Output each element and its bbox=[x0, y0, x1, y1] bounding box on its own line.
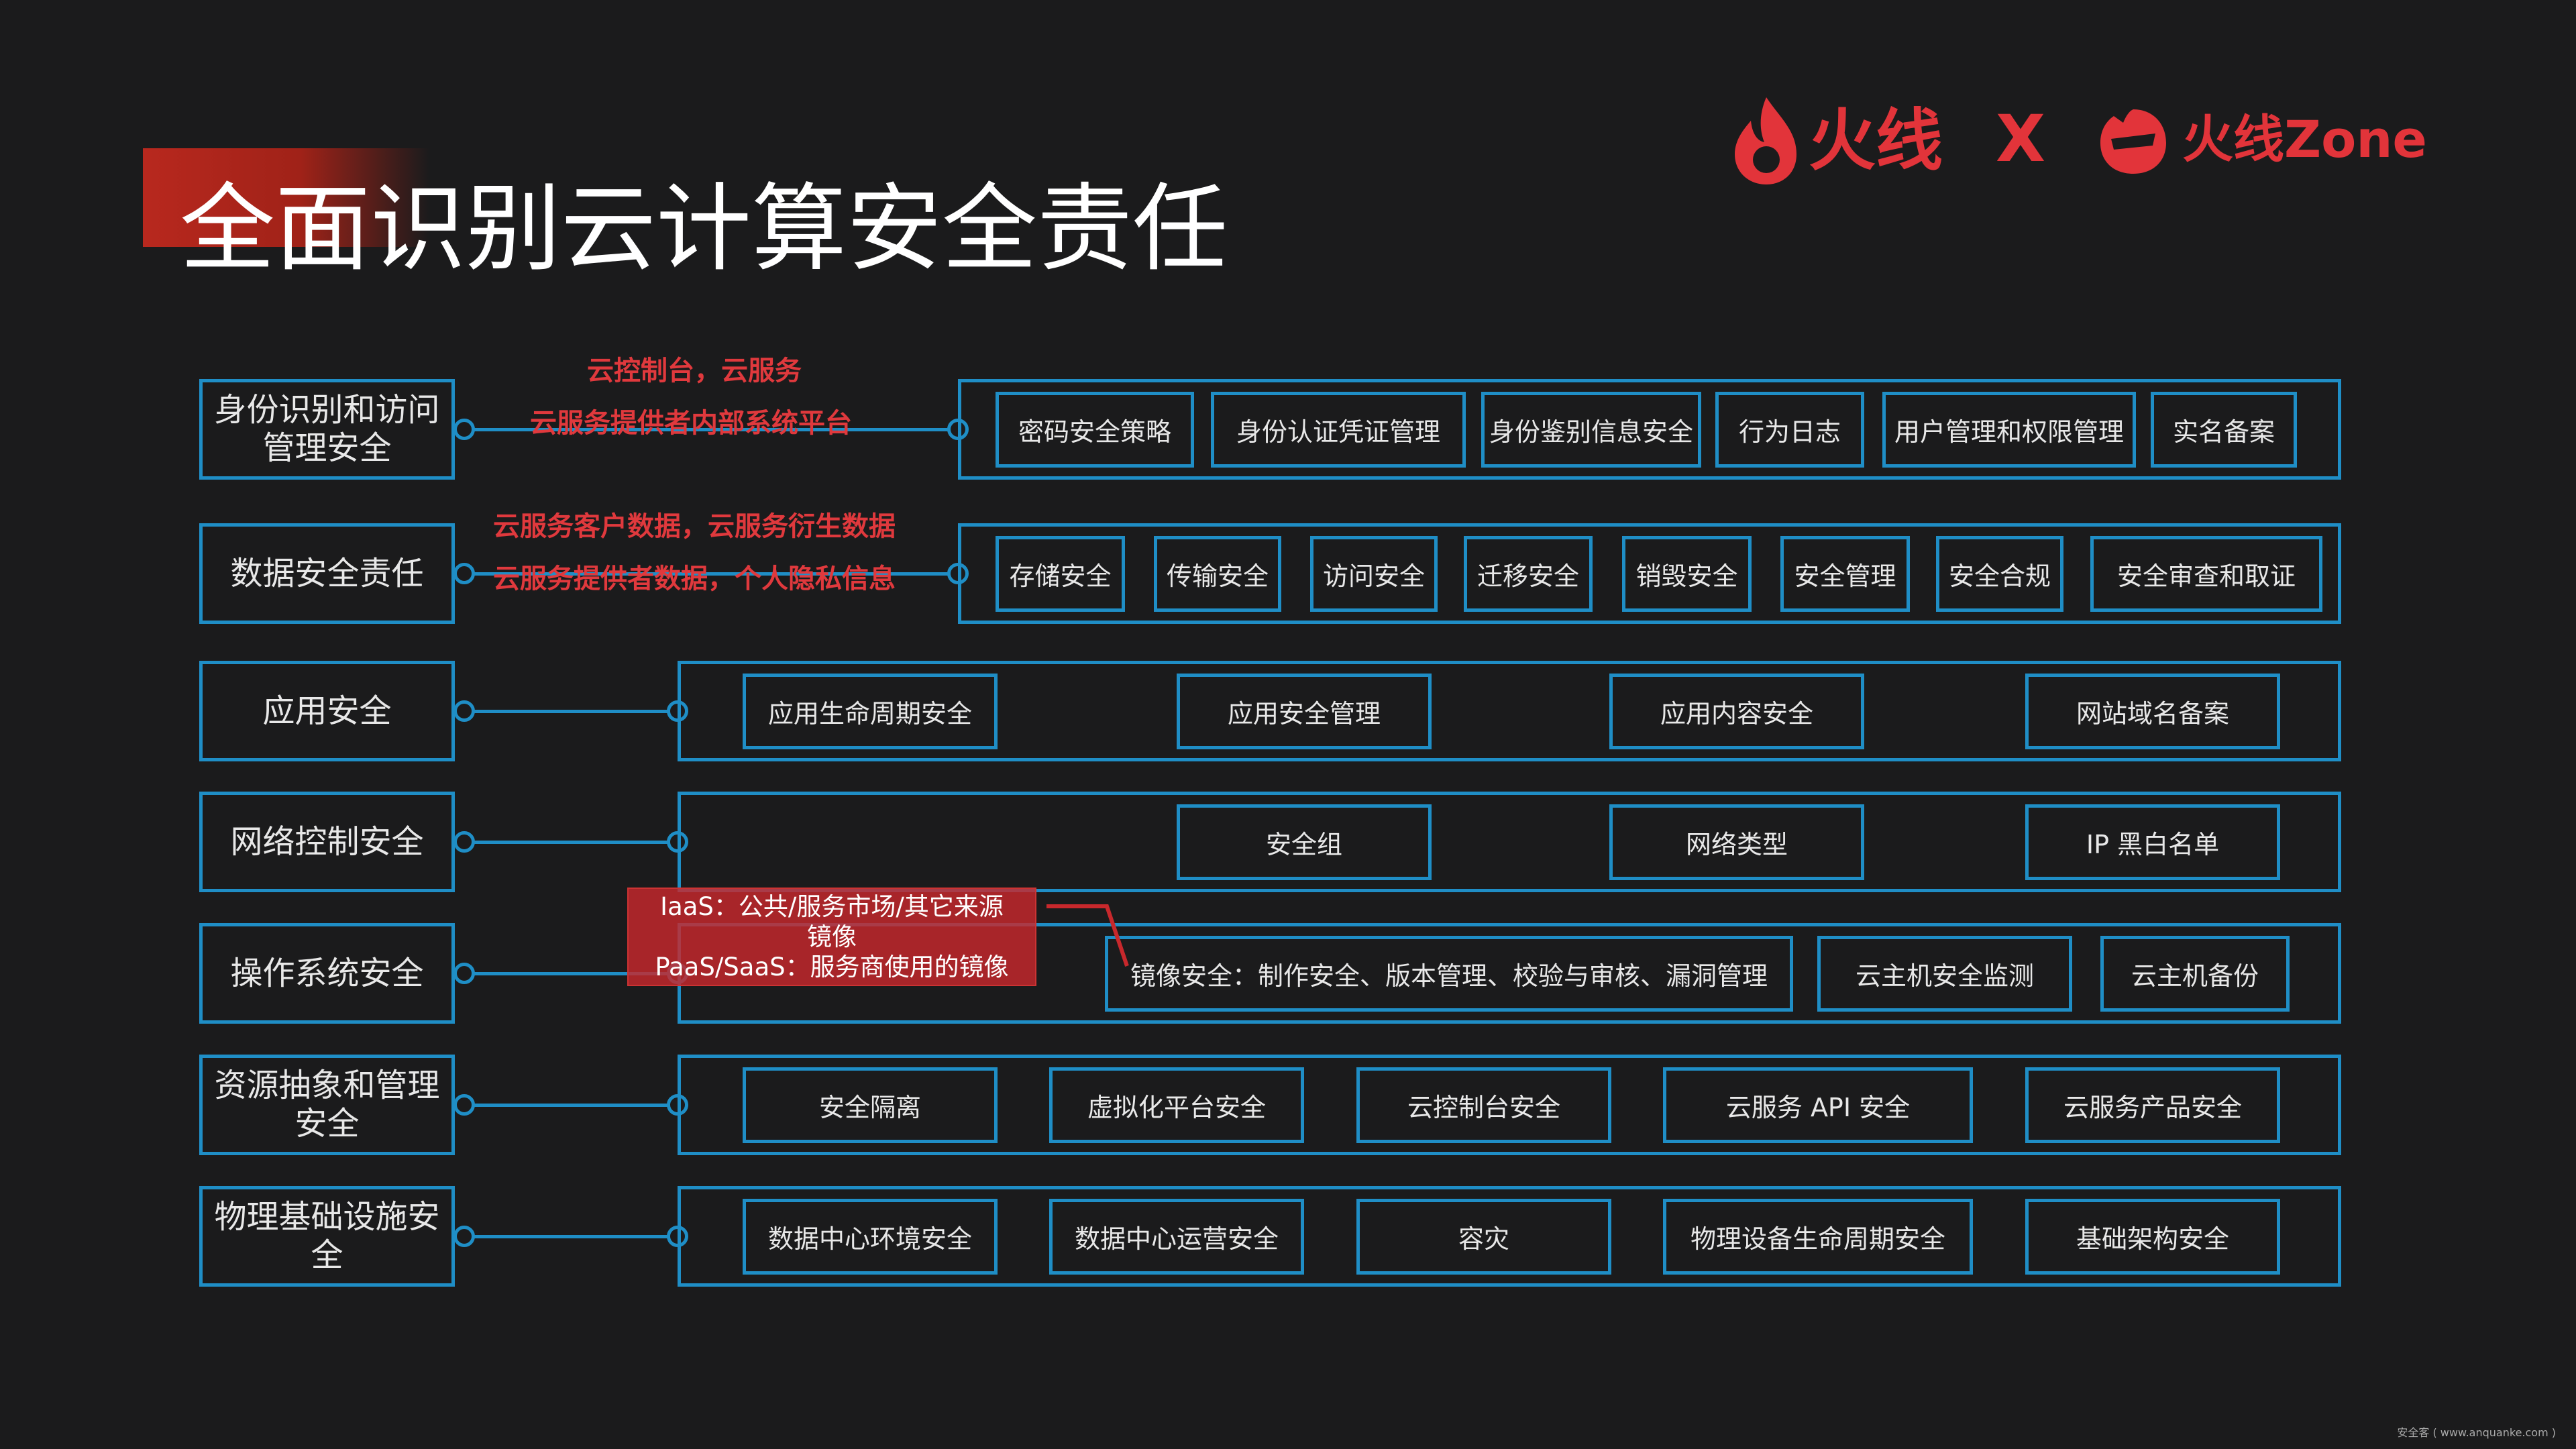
responsibility-item: 数据中心环境安全 bbox=[743, 1199, 998, 1275]
logo2-text: 火线Zone bbox=[2182, 109, 2427, 169]
responsibility-item: 迁移安全 bbox=[1464, 536, 1593, 612]
connector-network bbox=[467, 841, 678, 844]
responsibility-item: 应用生命周期安全 bbox=[743, 674, 998, 749]
callout-line-1: IaaS：公共/服务市场/其它来源 bbox=[660, 892, 1004, 921]
connector-dot-left-application bbox=[453, 700, 475, 722]
responsibility-item: 网络类型 bbox=[1609, 804, 1864, 880]
category-os: 操作系统安全 bbox=[199, 923, 455, 1024]
category-application: 应用安全 bbox=[199, 661, 455, 761]
responsibility-item: 云主机备份 bbox=[2100, 936, 2290, 1012]
responsibility-item: 基础架构安全 bbox=[2025, 1199, 2280, 1275]
data-label-bottom: 云服务提供者数据，个人隐私信息 bbox=[493, 564, 896, 594]
responsibility-item: 安全组 bbox=[1177, 804, 1432, 880]
responsibility-item: 实名备案 bbox=[2151, 392, 2297, 468]
connector-data bbox=[467, 572, 958, 576]
row-frame-data bbox=[958, 523, 2341, 624]
connector-application bbox=[467, 710, 678, 713]
row-frame-application bbox=[678, 661, 2341, 761]
responsibility-item: 身份鉴别信息安全 bbox=[1481, 392, 1701, 468]
title-accent-bar bbox=[143, 148, 429, 247]
responsibility-item: 销毁安全 bbox=[1622, 536, 1752, 612]
identity-label-bottom: 云服务提供者内部系统平台 bbox=[530, 408, 852, 439]
callout-pointer bbox=[1046, 904, 1129, 967]
responsibility-item: 容灾 bbox=[1356, 1199, 1611, 1275]
responsibility-item: 云主机安全监测 bbox=[1817, 936, 2072, 1012]
page-title: 全面识别云计算安全责任 bbox=[180, 174, 1228, 284]
responsibility-item: 访问安全 bbox=[1310, 536, 1438, 612]
responsibility-item: 网站域名备案 bbox=[2025, 674, 2280, 749]
responsibility-item: 身份认证凭证管理 bbox=[1211, 392, 1466, 468]
responsibility-item: IP 黑白名单 bbox=[2025, 804, 2280, 880]
responsibility-item: 行为日志 bbox=[1715, 392, 1864, 468]
connector-dot-left-identity bbox=[453, 419, 475, 440]
responsibility-item: 应用内容安全 bbox=[1609, 674, 1864, 749]
footer-credit: 安全客 ( www.anquanke.com ) bbox=[2397, 1426, 2556, 1439]
category-data: 数据安全责任 bbox=[199, 523, 455, 624]
connector-dot-left-os bbox=[453, 963, 475, 984]
responsibility-item: 云服务 API 安全 bbox=[1663, 1067, 1973, 1143]
responsibility-item: 应用安全管理 bbox=[1177, 674, 1432, 749]
identity-label-top: 云控制台，云服务 bbox=[587, 356, 802, 386]
category-physical: 物理基础设施安全 bbox=[199, 1186, 455, 1287]
brand-logo-2: 火线Zone bbox=[2096, 101, 2427, 181]
connector-identity bbox=[467, 428, 958, 431]
responsibility-item: 虚拟化平台安全 bbox=[1049, 1067, 1304, 1143]
responsibility-item: 镜像安全：制作安全、版本管理、校验与审核、漏洞管理 bbox=[1105, 936, 1793, 1012]
data-label-top: 云服务客户数据，云服务衍生数据 bbox=[493, 511, 896, 542]
connector-resource bbox=[467, 1104, 678, 1107]
responsibility-item: 密码安全策略 bbox=[996, 392, 1194, 468]
category-identity: 身份识别和访问管理安全 bbox=[199, 379, 455, 480]
brand-logo-1: 火线 bbox=[1729, 94, 1951, 188]
masked-face-icon bbox=[2100, 109, 2166, 174]
responsibility-item: 存储安全 bbox=[996, 536, 1125, 612]
row-frame-physical bbox=[678, 1186, 2341, 1287]
logo1-text: 火线 bbox=[1809, 101, 1943, 180]
logo-separator: X bbox=[1996, 101, 2046, 176]
row-frame-network bbox=[678, 792, 2341, 892]
connector-dot-left-resource bbox=[453, 1094, 475, 1116]
responsibility-item: 传输安全 bbox=[1154, 536, 1281, 612]
flame-icon bbox=[1735, 97, 1796, 184]
connector-os bbox=[467, 972, 678, 975]
row-frame-resource bbox=[678, 1055, 2341, 1155]
category-network: 网络控制安全 bbox=[199, 792, 455, 892]
responsibility-item: 云服务产品安全 bbox=[2025, 1067, 2280, 1143]
responsibility-item: 安全隔离 bbox=[743, 1067, 998, 1143]
responsibility-item: 物理设备生命周期安全 bbox=[1663, 1199, 1973, 1275]
row-frame-identity bbox=[958, 379, 2341, 480]
callout-line-2: 镜像 bbox=[807, 922, 857, 951]
category-resource: 资源抽象和管理安全 bbox=[199, 1055, 455, 1155]
connector-dot-left-physical bbox=[453, 1226, 475, 1247]
responsibility-item: 云控制台安全 bbox=[1356, 1067, 1611, 1143]
responsibility-item: 安全合规 bbox=[1936, 536, 2063, 612]
connector-dot-left-network bbox=[453, 831, 475, 853]
responsibility-item: 安全审查和取证 bbox=[2090, 536, 2322, 612]
connector-physical bbox=[467, 1235, 678, 1238]
responsibility-item: 数据中心运营安全 bbox=[1049, 1199, 1304, 1275]
callout-line-3: PaaS/SaaS：服务商使用的镜像 bbox=[655, 953, 1009, 981]
responsibility-item: 用户管理和权限管理 bbox=[1882, 392, 2136, 468]
image-source-callout: IaaS：公共/服务市场/其它来源 镜像 PaaS/SaaS：服务商使用的镜像 bbox=[627, 888, 1036, 986]
connector-dot-left-data bbox=[453, 563, 475, 584]
responsibility-item: 安全管理 bbox=[1780, 536, 1910, 612]
